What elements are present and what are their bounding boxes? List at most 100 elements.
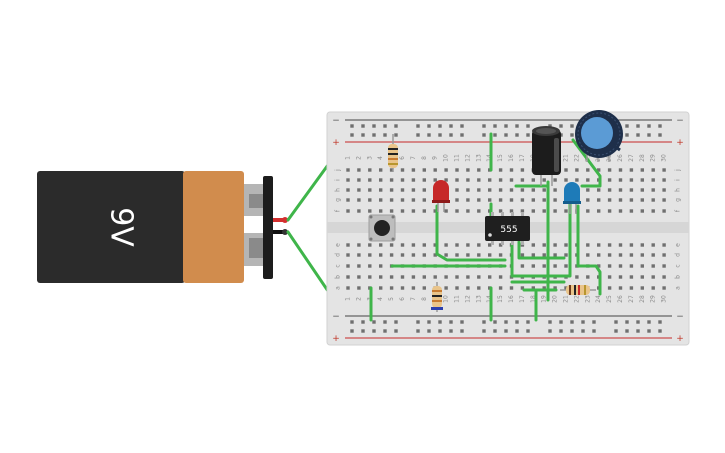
- breadboard-hole[interactable]: [553, 178, 557, 182]
- breadboard-hole[interactable]: [625, 320, 629, 324]
- breadboard-hole[interactable]: [455, 253, 459, 257]
- breadboard-hole[interactable]: [427, 133, 431, 137]
- breadboard-hole[interactable]: [542, 264, 546, 268]
- breadboard-hole[interactable]: [504, 329, 508, 333]
- breadboard-hole[interactable]: [586, 275, 590, 279]
- breadboard-hole[interactable]: [618, 168, 623, 172]
- breadboard-hole[interactable]: [531, 188, 535, 192]
- resistor-right[interactable]: [560, 285, 596, 295]
- breadboard-hole[interactable]: [498, 243, 503, 247]
- breadboard-hole[interactable]: [346, 253, 350, 257]
- breadboard-hole[interactable]: [542, 243, 546, 247]
- capacitor[interactable]: [532, 126, 561, 186]
- breadboard-hole[interactable]: [368, 178, 372, 182]
- breadboard-hole[interactable]: [662, 168, 666, 172]
- breadboard-hole[interactable]: [520, 188, 525, 192]
- breadboard-hole[interactable]: [542, 178, 546, 182]
- breadboard-hole[interactable]: [466, 253, 470, 257]
- breadboard-hole[interactable]: [422, 198, 426, 202]
- breadboard-hole[interactable]: [455, 188, 459, 192]
- breadboard-hole[interactable]: [379, 253, 383, 257]
- breadboard-hole[interactable]: [662, 275, 666, 279]
- breadboard-hole[interactable]: [651, 198, 655, 202]
- breadboard-hole[interactable]: [564, 264, 568, 268]
- breadboard-hole[interactable]: [629, 275, 634, 279]
- breadboard-hole[interactable]: [509, 209, 514, 213]
- breadboard-hole[interactable]: [389, 253, 394, 257]
- breadboard-hole[interactable]: [548, 124, 552, 128]
- breadboard-hole[interactable]: [357, 253, 361, 257]
- breadboard-hole[interactable]: [438, 329, 442, 333]
- breadboard-hole[interactable]: [383, 329, 387, 333]
- breadboard-hole[interactable]: [361, 329, 365, 333]
- breadboard-hole[interactable]: [629, 188, 634, 192]
- breadboard-hole[interactable]: [662, 188, 666, 192]
- breadboard-hole[interactable]: [400, 253, 405, 257]
- breadboard-hole[interactable]: [411, 243, 416, 247]
- breadboard-hole[interactable]: [433, 178, 437, 182]
- breadboard-hole[interactable]: [368, 168, 372, 172]
- breadboard-hole[interactable]: [651, 264, 655, 268]
- breadboard-hole[interactable]: [640, 168, 644, 172]
- breadboard-hole[interactable]: [379, 198, 383, 202]
- breadboard-hole[interactable]: [542, 253, 546, 257]
- breadboard-hole[interactable]: [629, 253, 634, 257]
- breadboard-hole[interactable]: [383, 320, 387, 324]
- breadboard-hole[interactable]: [466, 198, 470, 202]
- breadboard-hole[interactable]: [422, 275, 426, 279]
- breadboard-hole[interactable]: [553, 286, 557, 290]
- breadboard-hole[interactable]: [515, 133, 519, 137]
- breadboard-hole[interactable]: [433, 253, 437, 257]
- breadboard-hole[interactable]: [498, 253, 503, 257]
- breadboard-hole[interactable]: [531, 264, 535, 268]
- breadboard-hole[interactable]: [548, 329, 552, 333]
- led-red[interactable]: [432, 180, 450, 212]
- breadboard-hole[interactable]: [520, 264, 525, 268]
- breadboard-hole[interactable]: [607, 275, 612, 279]
- breadboard-hole[interactable]: [433, 209, 437, 213]
- breadboard-hole[interactable]: [482, 320, 486, 324]
- breadboard-hole[interactable]: [570, 329, 574, 333]
- breadboard-hole[interactable]: [640, 275, 644, 279]
- breadboard-hole[interactable]: [368, 243, 372, 247]
- breadboard-hole[interactable]: [372, 329, 376, 333]
- breadboard-hole[interactable]: [379, 286, 383, 290]
- breadboard-hole[interactable]: [438, 320, 442, 324]
- breadboard-hole[interactable]: [389, 168, 394, 172]
- breadboard-hole[interactable]: [383, 133, 387, 137]
- breadboard-hole[interactable]: [564, 168, 568, 172]
- breadboard-hole[interactable]: [651, 178, 655, 182]
- breadboard-hole[interactable]: [504, 320, 508, 324]
- pushbutton[interactable]: [368, 214, 396, 242]
- breadboard-hole[interactable]: [618, 264, 623, 268]
- breadboard-hole[interactable]: [438, 124, 442, 128]
- led-blue[interactable]: [563, 182, 581, 214]
- breadboard-hole[interactable]: [625, 124, 629, 128]
- breadboard-hole[interactable]: [647, 320, 651, 324]
- breadboard-hole[interactable]: [493, 329, 497, 333]
- breadboard-hole[interactable]: [411, 198, 416, 202]
- breadboard-hole[interactable]: [575, 178, 579, 182]
- breadboard-hole[interactable]: [346, 168, 350, 172]
- breadboard-hole[interactable]: [477, 243, 481, 247]
- breadboard-hole[interactable]: [357, 286, 361, 290]
- breadboard-hole[interactable]: [564, 253, 568, 257]
- breadboard-hole[interactable]: [383, 124, 387, 128]
- breadboard-hole[interactable]: [346, 275, 350, 279]
- breadboard-hole[interactable]: [553, 198, 557, 202]
- breadboard-hole[interactable]: [427, 124, 431, 128]
- breadboard-hole[interactable]: [394, 329, 398, 333]
- breadboard-hole[interactable]: [662, 253, 666, 257]
- breadboard-hole[interactable]: [597, 198, 601, 202]
- breadboard-hole[interactable]: [368, 264, 372, 268]
- breadboard-hole[interactable]: [346, 198, 350, 202]
- breadboard-hole[interactable]: [416, 329, 420, 333]
- breadboard-hole[interactable]: [515, 320, 519, 324]
- breadboard-hole[interactable]: [444, 275, 448, 279]
- breadboard-hole[interactable]: [350, 320, 354, 324]
- breadboard-hole[interactable]: [477, 178, 481, 182]
- breadboard-hole[interactable]: [553, 188, 557, 192]
- breadboard-hole[interactable]: [559, 320, 563, 324]
- breadboard-hole[interactable]: [640, 286, 644, 290]
- breadboard-hole[interactable]: [449, 124, 453, 128]
